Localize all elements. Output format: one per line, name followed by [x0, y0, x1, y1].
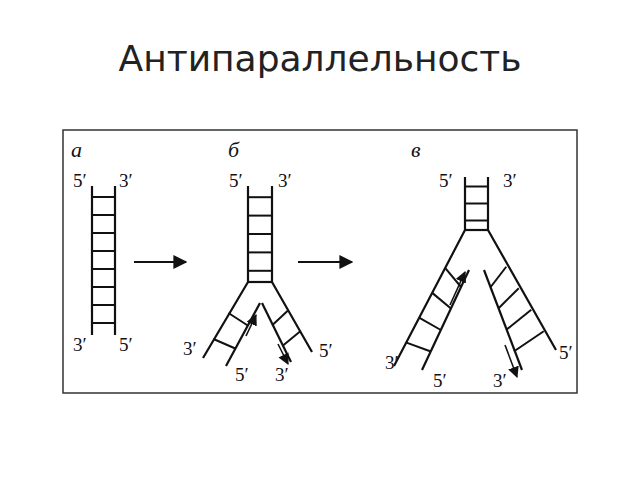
strand-end-label: 3′: [119, 171, 133, 190]
strand-end-label: 5′: [229, 171, 243, 190]
step-arrows: [134, 261, 352, 263]
base-pair: [92, 322, 115, 324]
base-pair: [248, 251, 272, 253]
strand-end-label: 5′: [319, 341, 333, 360]
panel-frame: [63, 130, 577, 393]
base-pair: [273, 311, 288, 325]
strand-end-label: 5′: [73, 171, 87, 190]
base-pair: [92, 304, 115, 306]
base-pair: [248, 196, 272, 198]
strand-end-label: 3′: [73, 335, 87, 354]
strand-end-label: 5′: [433, 371, 447, 390]
panel-letter: б: [228, 139, 239, 161]
base-pair: [92, 196, 115, 198]
strands: [92, 177, 556, 370]
base-pair: [465, 220, 488, 222]
strand-end-label: 5′: [439, 171, 453, 190]
base-pair: [248, 215, 272, 217]
strand-end-label: 3′: [503, 171, 517, 190]
base-pair: [465, 186, 488, 188]
base-pair: [248, 270, 272, 272]
strand-end-label: 3′: [275, 365, 289, 384]
strand-end-label: 5′: [119, 335, 133, 354]
strand-end-label: 3′: [183, 339, 197, 358]
base-pair: [214, 339, 236, 349]
base-pair: [465, 203, 488, 205]
base-pair: [491, 267, 506, 287]
strand-end-label: 3′: [493, 371, 507, 390]
base-pair: [420, 318, 441, 330]
panel-letter: в: [411, 139, 421, 161]
base-pair: [514, 331, 544, 351]
strand-end-label: 3′: [385, 353, 399, 372]
slide-title: Антипараллельность: [0, 38, 640, 79]
base-pair: [92, 250, 115, 252]
panel-letter: а: [71, 139, 82, 161]
base-pair: [499, 288, 519, 308]
base-pair: [283, 332, 300, 346]
base-pairs: [92, 187, 544, 352]
strand-end-label: 3′: [278, 171, 292, 190]
base-pair: [248, 233, 272, 235]
base-pair: [433, 293, 451, 308]
base-pair: [92, 232, 115, 234]
base-pair: [506, 310, 531, 330]
strand-end-label: 5′: [235, 365, 249, 384]
strand-end-label: 5′: [559, 343, 573, 362]
base-pair: [229, 313, 248, 326]
base-pair: [92, 286, 115, 288]
base-pair: [407, 343, 431, 352]
base-pair: [92, 268, 115, 270]
synthesis-arrows: [246, 272, 517, 377]
base-pair: [446, 268, 461, 286]
base-pair: [92, 214, 115, 216]
